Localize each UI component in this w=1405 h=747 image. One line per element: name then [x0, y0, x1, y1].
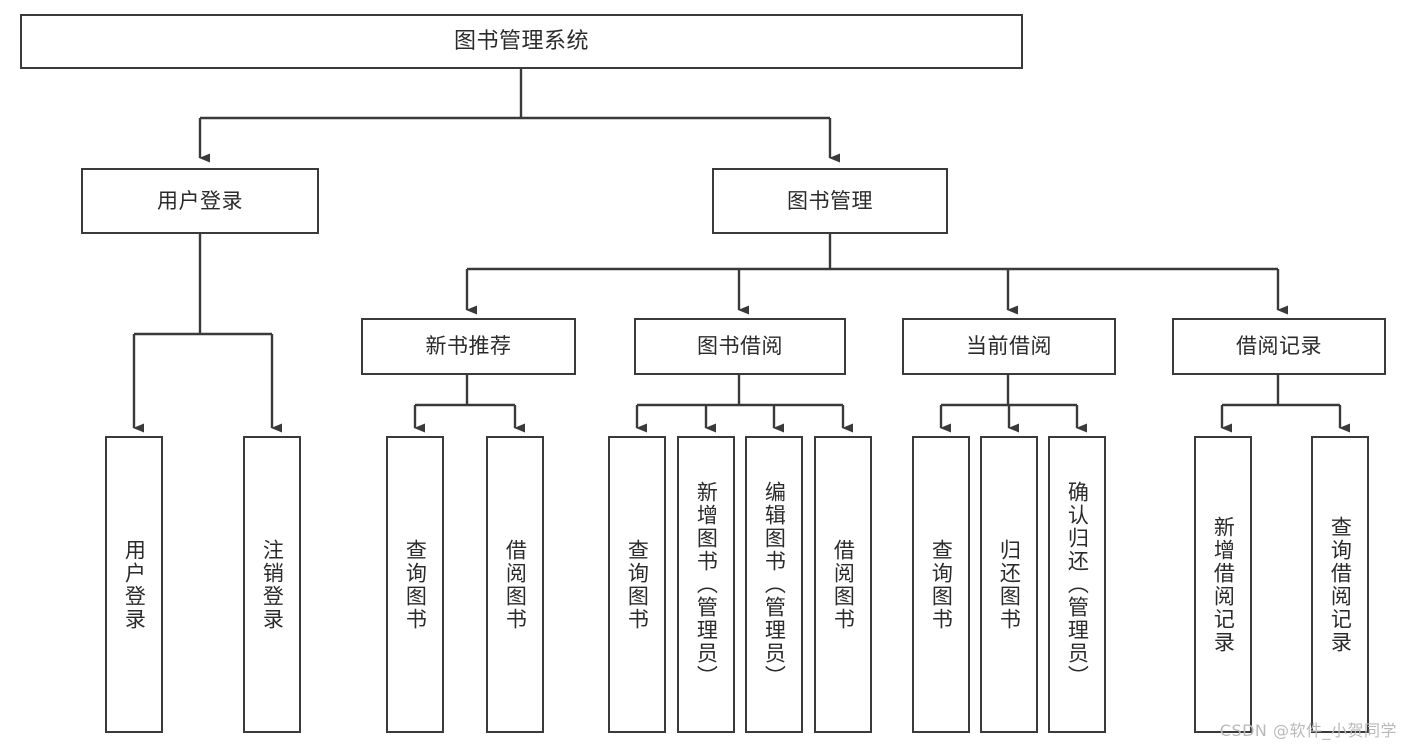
- node-label: 查询图书: [929, 538, 954, 631]
- node-label: 查询图书: [625, 538, 650, 631]
- node-label: 查询借阅记录: [1328, 515, 1353, 654]
- node-label: 用户登录: [122, 538, 147, 631]
- leaf-new-books-borrow-book[interactable]: 借阅图书: [486, 436, 544, 733]
- node-label: 用户登录: [157, 188, 243, 213]
- leaf-book-borrow-borrow-book[interactable]: 借阅图书: [814, 436, 872, 733]
- node-label: 编辑图书（管理员）: [762, 481, 787, 688]
- node-label: 借阅图书: [831, 538, 856, 631]
- leaf-borrow-record-add-record[interactable]: 新增借阅记录: [1194, 436, 1252, 733]
- leaf-borrow-record-search-record[interactable]: 查询借阅记录: [1311, 436, 1369, 733]
- node-label: 查询图书: [403, 538, 428, 631]
- leaf-current-borrow-return-book[interactable]: 归还图书: [980, 436, 1038, 733]
- leaf-current-borrow-confirm-return-admin[interactable]: 确认归还（管理员）: [1048, 436, 1106, 733]
- node-book-borrow[interactable]: 图书借阅: [634, 318, 846, 375]
- node-new-book-recommendation[interactable]: 新书推荐: [361, 318, 576, 375]
- node-current-borrow[interactable]: 当前借阅: [902, 318, 1116, 375]
- node-label: 新增借阅记录: [1211, 515, 1236, 654]
- node-label: 新书推荐: [425, 334, 512, 359]
- node-label: 确认归还（管理员）: [1065, 481, 1090, 688]
- leaf-current-borrow-search-book[interactable]: 查询图书: [912, 436, 970, 733]
- node-label: 归还图书: [997, 538, 1022, 631]
- node-label: 图书管理: [787, 188, 873, 213]
- leaf-book-borrow-search-book[interactable]: 查询图书: [608, 436, 666, 733]
- leaf-book-borrow-add-book-admin[interactable]: 新增图书（管理员）: [677, 436, 735, 733]
- node-label: 图书管理系统: [453, 28, 589, 54]
- leaf-user-login-logout[interactable]: 注销登录: [243, 436, 301, 733]
- leaf-new-books-search-book[interactable]: 查询图书: [386, 436, 444, 733]
- node-root-book-management-system[interactable]: 图书管理系统: [20, 14, 1023, 69]
- node-label: 当前借阅: [966, 334, 1052, 359]
- node-label: 借阅记录: [1236, 334, 1322, 359]
- node-label: 图书借阅: [697, 334, 783, 359]
- leaf-user-login-login[interactable]: 用户登录: [105, 436, 163, 733]
- node-borrow-record[interactable]: 借阅记录: [1172, 318, 1386, 375]
- leaf-book-borrow-edit-book-admin[interactable]: 编辑图书（管理员）: [745, 436, 803, 733]
- node-label: 借阅图书: [503, 538, 528, 631]
- node-book-management[interactable]: 图书管理: [712, 168, 948, 234]
- node-user-login[interactable]: 用户登录: [81, 168, 319, 234]
- node-label: 注销登录: [260, 538, 285, 631]
- node-label: 新增图书（管理员）: [694, 481, 719, 688]
